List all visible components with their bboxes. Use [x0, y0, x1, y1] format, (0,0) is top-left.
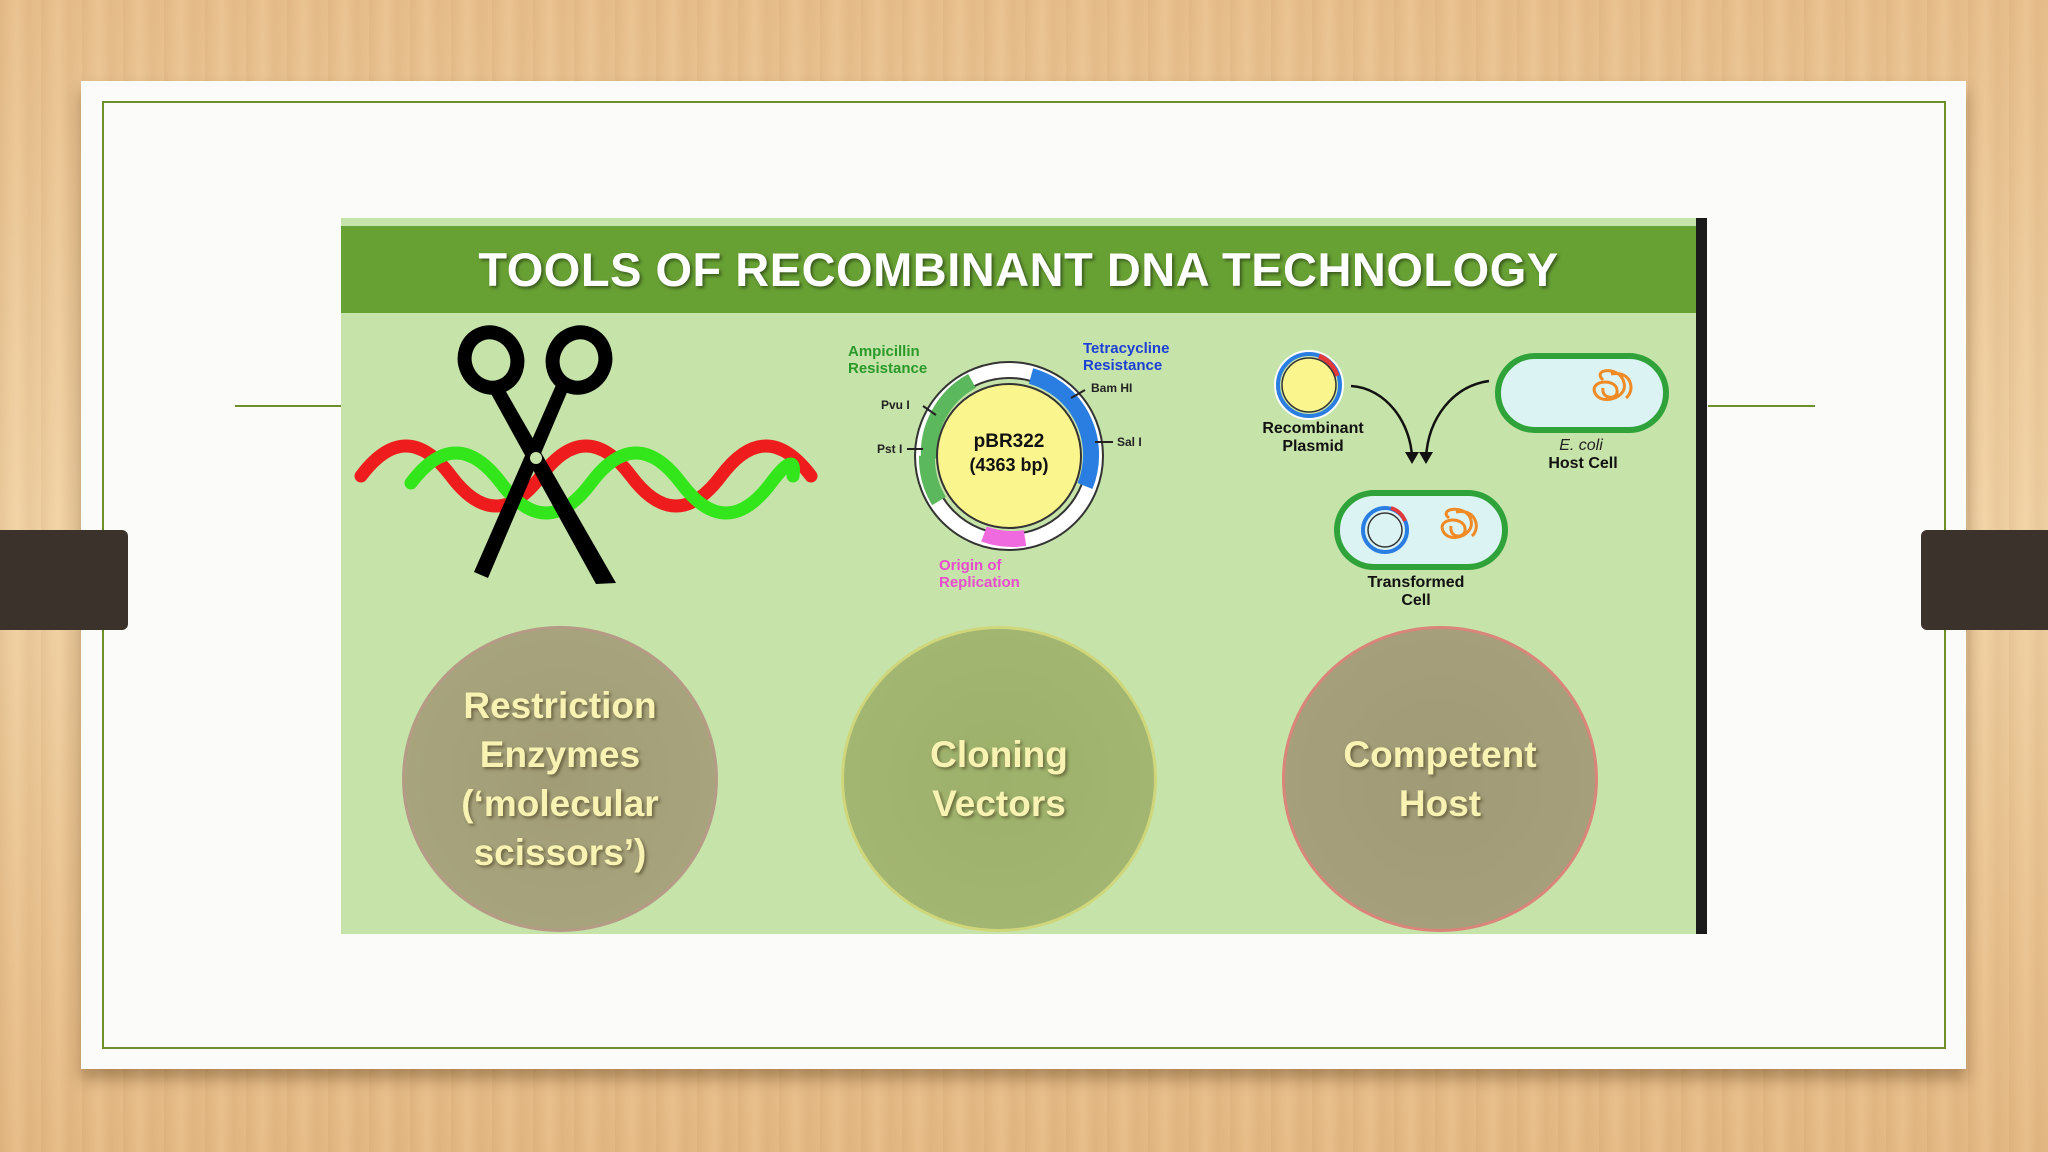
binder-tab-left: [0, 530, 128, 630]
plasmid-name: pBR322: [974, 431, 1045, 452]
site-pvu: Pvu I: [881, 398, 910, 412]
scissors-icon: [457, 325, 616, 584]
dna-double-helix-icon: [354, 439, 818, 520]
host-cell-label: Host Cell: [1548, 455, 1617, 472]
title-banner: TOOLS OF RECOMBINANT DNA TECHNOLOGY: [341, 226, 1696, 313]
site-bam: Bam HI: [1091, 381, 1132, 395]
decorative-line-right: [1708, 405, 1815, 407]
ecoli-label: E. coli: [1559, 437, 1603, 454]
bubble-label-cloning-vectors: Cloning Vectors: [930, 734, 1068, 824]
decorative-line-left: [235, 405, 341, 407]
plasmid-ring-outline: [914, 361, 1104, 551]
ampicillin-segment-tail: [918, 455, 946, 506]
site-sal: Sal I: [1117, 435, 1142, 449]
binder-tab-right: [1921, 530, 2048, 630]
scissors-handle-right: [545, 325, 613, 395]
pvu-site-tick: [922, 405, 937, 416]
scissors-pivot: [530, 452, 542, 464]
infographic-panel: TOOLS OF RECOMBINANT DNA TECHNOLOGY: [341, 218, 1707, 934]
bubble-label-restriction-enzymes: Restriction Enzymes (‘molecular scissors…: [461, 685, 659, 873]
dna-strand-red: [354, 439, 818, 513]
competent-host-bubble: Competent Host: [1282, 626, 1598, 932]
ampicillin-segment: [931, 373, 977, 419]
ampicillin-segment-lower: [920, 410, 947, 460]
origin-segment: [981, 526, 1027, 547]
restriction-enzymes-bubble: Restriction Enzymes (‘molecular scissors…: [402, 626, 718, 932]
slide-title: TOOLS OF RECOMBINANT DNA TECHNOLOGY: [478, 243, 1559, 296]
bacterium-icon: E. coli Host Cell: [1495, 353, 1669, 472]
bubble-label-competent-host: Competent Host: [1343, 734, 1537, 824]
cloning-vectors-bubble: Cloning Vectors: [841, 626, 1157, 932]
scissors-blade-left: [489, 383, 616, 584]
dna-strand-green: [404, 446, 801, 520]
scissors-handle-left: [457, 325, 525, 395]
plasmid-core: [936, 383, 1082, 529]
panel-shadow-edge: [1696, 218, 1707, 934]
arrow-icon: [1350, 379, 1490, 464]
bam-site-tick: [1070, 389, 1086, 399]
scissors-blade-right: [474, 378, 571, 578]
tetracycline-segment: [1028, 368, 1100, 490]
plasmid-size: (4363 bp): [969, 455, 1048, 475]
site-pst: Pst I: [877, 442, 902, 456]
